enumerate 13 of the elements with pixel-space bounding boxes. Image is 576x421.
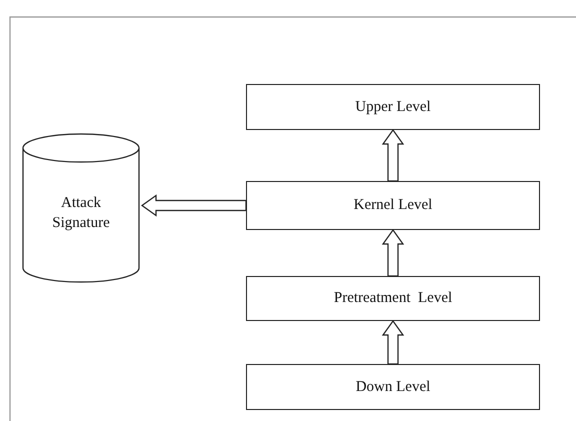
process-box	[246, 364, 540, 410]
node-label: Attack Signature	[52, 194, 110, 231]
block-arrow	[140, 194, 247, 217]
node-label: Down Level	[356, 378, 430, 397]
block-arrow	[382, 128, 404, 182]
process-box	[246, 276, 540, 321]
node-label: Pretreatment Level	[334, 289, 452, 308]
block-arrow	[382, 228, 404, 277]
block-arrow	[382, 320, 404, 365]
node-label: Kernel Level	[354, 196, 432, 216]
process-box	[246, 84, 540, 130]
process-box	[246, 181, 540, 230]
node-label: Upper Level	[355, 98, 431, 117]
